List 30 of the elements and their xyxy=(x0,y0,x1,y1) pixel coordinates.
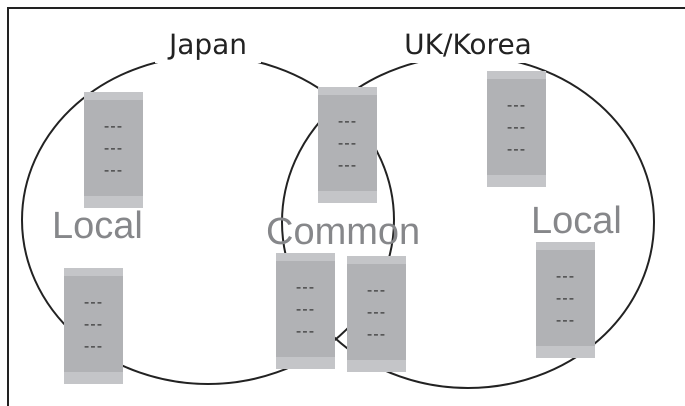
placeholder-text: --- xyxy=(366,282,386,298)
placeholder-text: --- xyxy=(84,316,104,332)
item-card xyxy=(487,71,546,187)
item-card xyxy=(318,87,377,203)
placeholder-text: --- xyxy=(556,290,576,306)
placeholder-text: --- xyxy=(296,301,316,317)
placeholder-text: --- xyxy=(104,162,124,178)
placeholder-text: --- xyxy=(84,338,104,354)
placeholder-text: --- xyxy=(338,113,358,129)
placeholder-text: --- xyxy=(84,294,104,310)
item-card xyxy=(276,253,335,369)
placeholder-text: --- xyxy=(366,326,386,342)
placeholder-text: --- xyxy=(506,119,526,135)
placeholder-text: --- xyxy=(104,118,124,134)
placeholder-text: --- xyxy=(338,135,358,151)
placeholder-text: --- xyxy=(556,312,576,328)
placeholder-text: --- xyxy=(556,268,576,284)
placeholder-text: --- xyxy=(296,279,316,295)
item-card xyxy=(64,268,123,384)
placeholder-text: --- xyxy=(366,304,386,320)
item-card xyxy=(84,92,143,208)
item-card xyxy=(536,242,595,358)
placeholder-text: --- xyxy=(296,323,316,339)
region-label: Local xyxy=(531,201,622,241)
item-card xyxy=(347,256,406,372)
region-label: Local xyxy=(52,206,143,246)
placeholder-text: --- xyxy=(506,97,526,113)
placeholder-text: --- xyxy=(338,157,358,173)
placeholder-text: --- xyxy=(506,141,526,157)
placeholder-text: --- xyxy=(104,140,124,156)
